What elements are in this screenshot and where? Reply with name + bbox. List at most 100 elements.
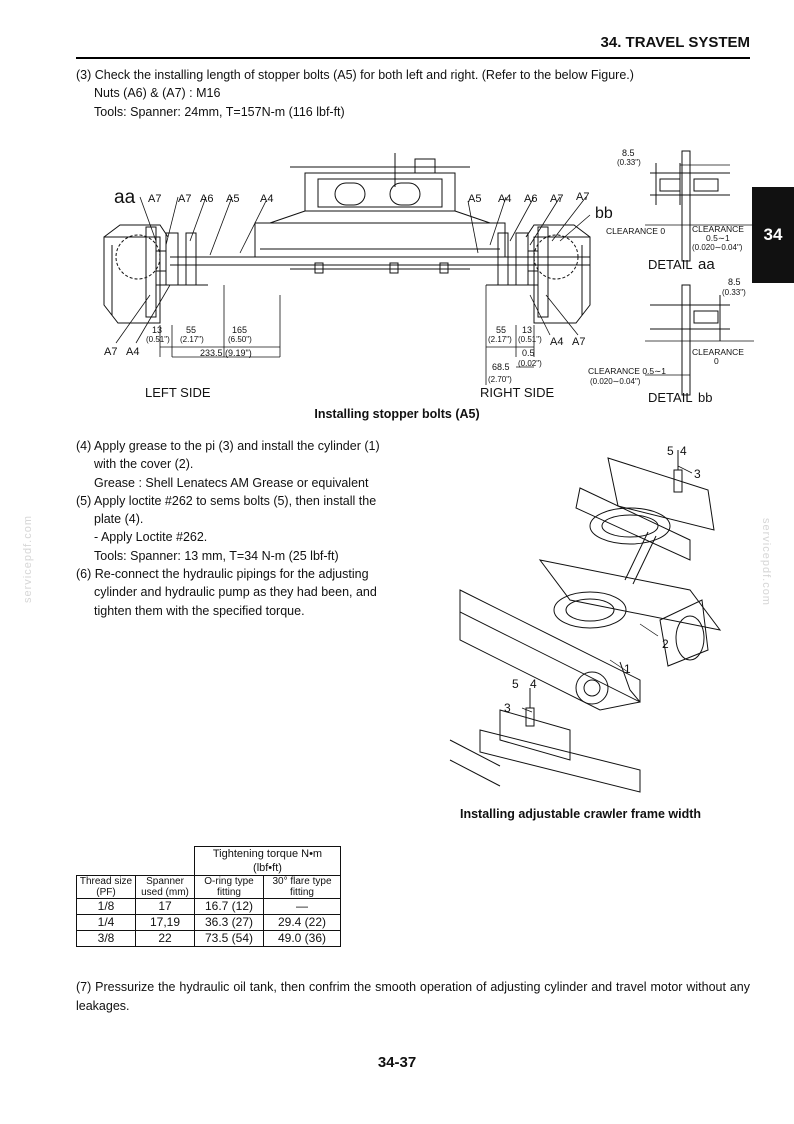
step-line: (6) Re-connect the hydraulic pipings for…: [76, 567, 369, 582]
label-a7: A7: [572, 336, 585, 348]
dim-68-5: 68.5: [492, 362, 510, 372]
header-rule: [76, 57, 750, 59]
cell: 49.0 (36): [263, 930, 341, 947]
torque-table: Tightening torque N•m (lbf•ft) Thread si…: [76, 846, 341, 947]
section-tab: 34: [752, 187, 794, 283]
header-spanner: Spanner used (mm): [135, 875, 195, 899]
label-a4: A4: [550, 336, 563, 348]
cell: 3/8: [76, 930, 136, 947]
label-a7: A7: [104, 346, 117, 358]
part-4: 4: [680, 444, 687, 458]
dim-68-5-in: (2.70"): [488, 375, 512, 384]
crawler-frame-figure: 5 4 3 2 1 5 4 3: [449, 444, 722, 793]
dim-8-5-bb: 8.5: [728, 277, 741, 287]
torque-group-header: Tightening torque N•m (lbf•ft): [194, 846, 341, 876]
dim-8-5: 8.5: [622, 148, 635, 158]
dim-165-in: (6.50"): [228, 335, 252, 344]
label-a6: A6: [200, 193, 213, 205]
cell: 22: [135, 930, 195, 947]
clearance-range: 0.5∼1: [706, 233, 730, 243]
clearance-b-in: (0.020∼0.04"): [590, 377, 641, 386]
dim-13-in: (0.51"): [146, 335, 170, 344]
figure-2-caption: Installing adjustable crawler frame widt…: [460, 807, 702, 821]
part-2: 2: [662, 637, 669, 651]
cell: 16.7 (12): [194, 898, 264, 915]
clearance-range-in: (0.020∼0.04"): [692, 243, 743, 252]
label-a5: A5: [226, 193, 239, 205]
steps-4-6: (4) Apply grease to the pi (3) and insta…: [76, 437, 380, 620]
cell: 17,19: [135, 914, 195, 931]
part-5: 5: [512, 677, 519, 691]
label-a7: A7: [178, 193, 191, 205]
table-group-header-row: Tightening torque N•m (lbf•ft): [76, 846, 341, 876]
step-line: plate (4).: [94, 512, 144, 527]
detail-aa-drawing: [645, 150, 754, 262]
right-frame: [486, 224, 591, 324]
label-a4: A4: [498, 193, 511, 205]
left-side-label: LEFT SIDE: [145, 385, 211, 400]
dim-55-right-in: (2.17"): [488, 335, 512, 344]
figure-2-labels: 5 4 3 2 1 5 4 3: [504, 444, 701, 715]
step-line: tighten them with the specified torque.: [94, 603, 305, 618]
step-line: cylinder and hydraulic pump as they had …: [94, 585, 377, 600]
table-row: 1/8 17 16.7 (12) —: [76, 898, 341, 915]
step-line: with the cover (2).: [94, 457, 194, 472]
step-line: (5) Apply loctite #262 to sems bolts (5)…: [76, 493, 377, 508]
cell: 17: [135, 898, 195, 915]
step-3-line: (3) Check the installing length of stopp…: [76, 68, 634, 82]
header-flare: 30° flare type fitting: [263, 875, 341, 899]
dim-13-right-in: (0.51"): [518, 335, 542, 344]
label-a5: A5: [468, 193, 481, 205]
step-3-line: Nuts (A6) & (A7) : M16: [94, 86, 221, 101]
part-3: 3: [504, 701, 511, 715]
step-7: (7) Pressurize the hydraulic oil tank, t…: [76, 980, 750, 1013]
cell: 1/4: [76, 914, 136, 931]
dim-55-in: (2.17"): [180, 335, 204, 344]
step-3: (3) Check the installing length of stopp…: [76, 66, 634, 121]
watermark: servicepdf.com: [760, 518, 772, 606]
part-1: 1: [624, 662, 631, 676]
step-3-line: Tools: Spanner: 24mm, T=157N-m (116 lbf-…: [94, 104, 345, 119]
figure-1-labels: aa A7 A7 A6 A5 A4 A5 A4 A6 A7 A7 bb A7 A…: [104, 148, 746, 405]
cell: 73.5 (54): [194, 930, 264, 947]
detail-bb-drawing: [645, 284, 754, 396]
dim-165: 165: [232, 325, 247, 335]
dim-13: 13: [152, 325, 162, 335]
clearance: CLEARANCE: [692, 224, 744, 234]
table-header-row: Thread size (PF) Spanner used (mm) O-rin…: [76, 875, 341, 899]
figure-1-caption: Installing stopper bolts (A5): [314, 407, 480, 421]
detail-aa-label: DETAIL: [648, 257, 693, 272]
clearance-bb-zero: 0: [714, 356, 719, 366]
step-line: - Apply Loctite #262.: [94, 530, 208, 545]
clearance-bb: CLEARANCE: [692, 347, 744, 357]
label-a7: A7: [550, 193, 563, 205]
lower-assembly: [449, 688, 641, 793]
part-4: 4: [530, 677, 537, 691]
header-thread: Thread size (PF): [76, 875, 136, 899]
dimension-lines: [115, 196, 591, 385]
table-row: 1/4 17,19 36.3 (27) 29.4 (22): [76, 914, 341, 931]
cell: 36.3 (27): [194, 914, 264, 931]
center-bracket: [269, 153, 491, 224]
part-3: 3: [694, 467, 701, 481]
section-title: 34. TRAVEL SYSTEM: [600, 34, 750, 51]
dim-13-right: 13: [522, 325, 532, 335]
detail-aa-letters: aa: [698, 256, 715, 273]
label-a4: A4: [126, 346, 139, 358]
label-a7: A7: [148, 193, 161, 205]
dim-55: 55: [186, 325, 196, 335]
part-5: 5: [667, 444, 674, 458]
label-bb: bb: [595, 205, 613, 222]
header-oring: O-ring type fitting: [194, 875, 264, 899]
dim-233: 233.5 (9.19"): [200, 348, 252, 358]
table-row: 3/8 22 73.5 (54) 49.0 (36): [76, 930, 341, 947]
clearance-0: CLEARANCE 0: [606, 226, 665, 236]
label-a7: A7: [576, 191, 589, 203]
left-frame: [103, 224, 208, 324]
dim-8-5-bb-in: (0.33"): [722, 288, 746, 297]
main-rod: [170, 222, 590, 274]
label-a4: A4: [260, 193, 273, 205]
dim-05: 0.5: [522, 348, 535, 358]
leaders: [521, 465, 693, 713]
label-a6: A6: [524, 193, 537, 205]
